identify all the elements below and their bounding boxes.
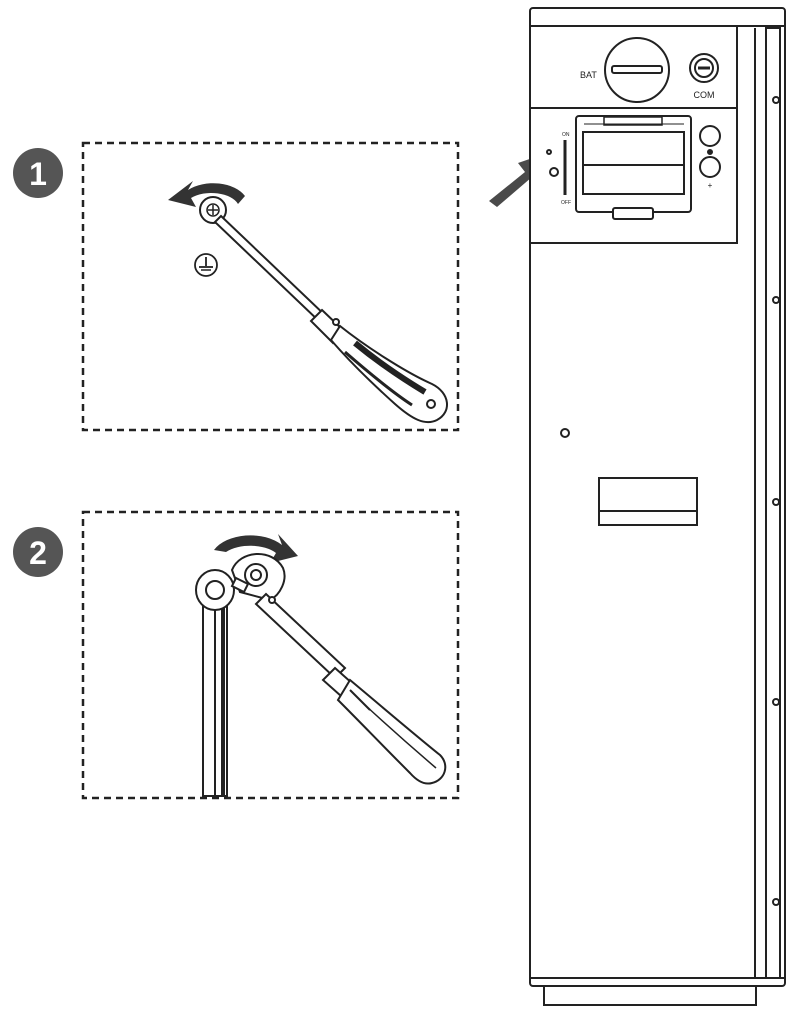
bat-label: BAT	[580, 70, 597, 80]
terminal-connectors: − +	[699, 125, 721, 190]
plus-sign: +	[708, 181, 713, 190]
screwdriver-icon	[213, 214, 448, 424]
com-port: COM	[689, 53, 719, 100]
step-1-badge: 1	[13, 148, 63, 198]
clockwise-arrow-icon	[214, 534, 298, 563]
bat-port: BAT	[580, 37, 670, 103]
ground-symbol-icon	[194, 253, 218, 277]
ratchet-wrench-icon	[230, 553, 447, 785]
side-rivets	[772, 96, 780, 906]
power-switch-indicator: ON OFF	[546, 132, 571, 206]
step-1-number: 1	[29, 156, 47, 192]
battery-cabinet: BAT COM ON OFF −	[529, 7, 786, 1006]
ground-cable-icon	[195, 569, 235, 797]
counterclockwise-arrow-icon	[168, 181, 245, 207]
step-1: 1	[13, 141, 460, 432]
com-label: COM	[694, 90, 715, 100]
breaker-cover	[575, 115, 692, 220]
door-handle	[598, 477, 698, 526]
minus-sign: −	[708, 154, 712, 161]
switch-off-label: OFF	[561, 200, 571, 206]
cabinet-base	[543, 984, 757, 1006]
door-hole	[560, 428, 570, 438]
step-1-panel	[81, 141, 460, 432]
step-2: 2	[13, 510, 460, 800]
step-2-number: 2	[29, 535, 47, 571]
switch-on-label: ON	[562, 132, 570, 138]
step-2-panel	[81, 510, 460, 800]
step-2-badge: 2	[13, 527, 63, 577]
